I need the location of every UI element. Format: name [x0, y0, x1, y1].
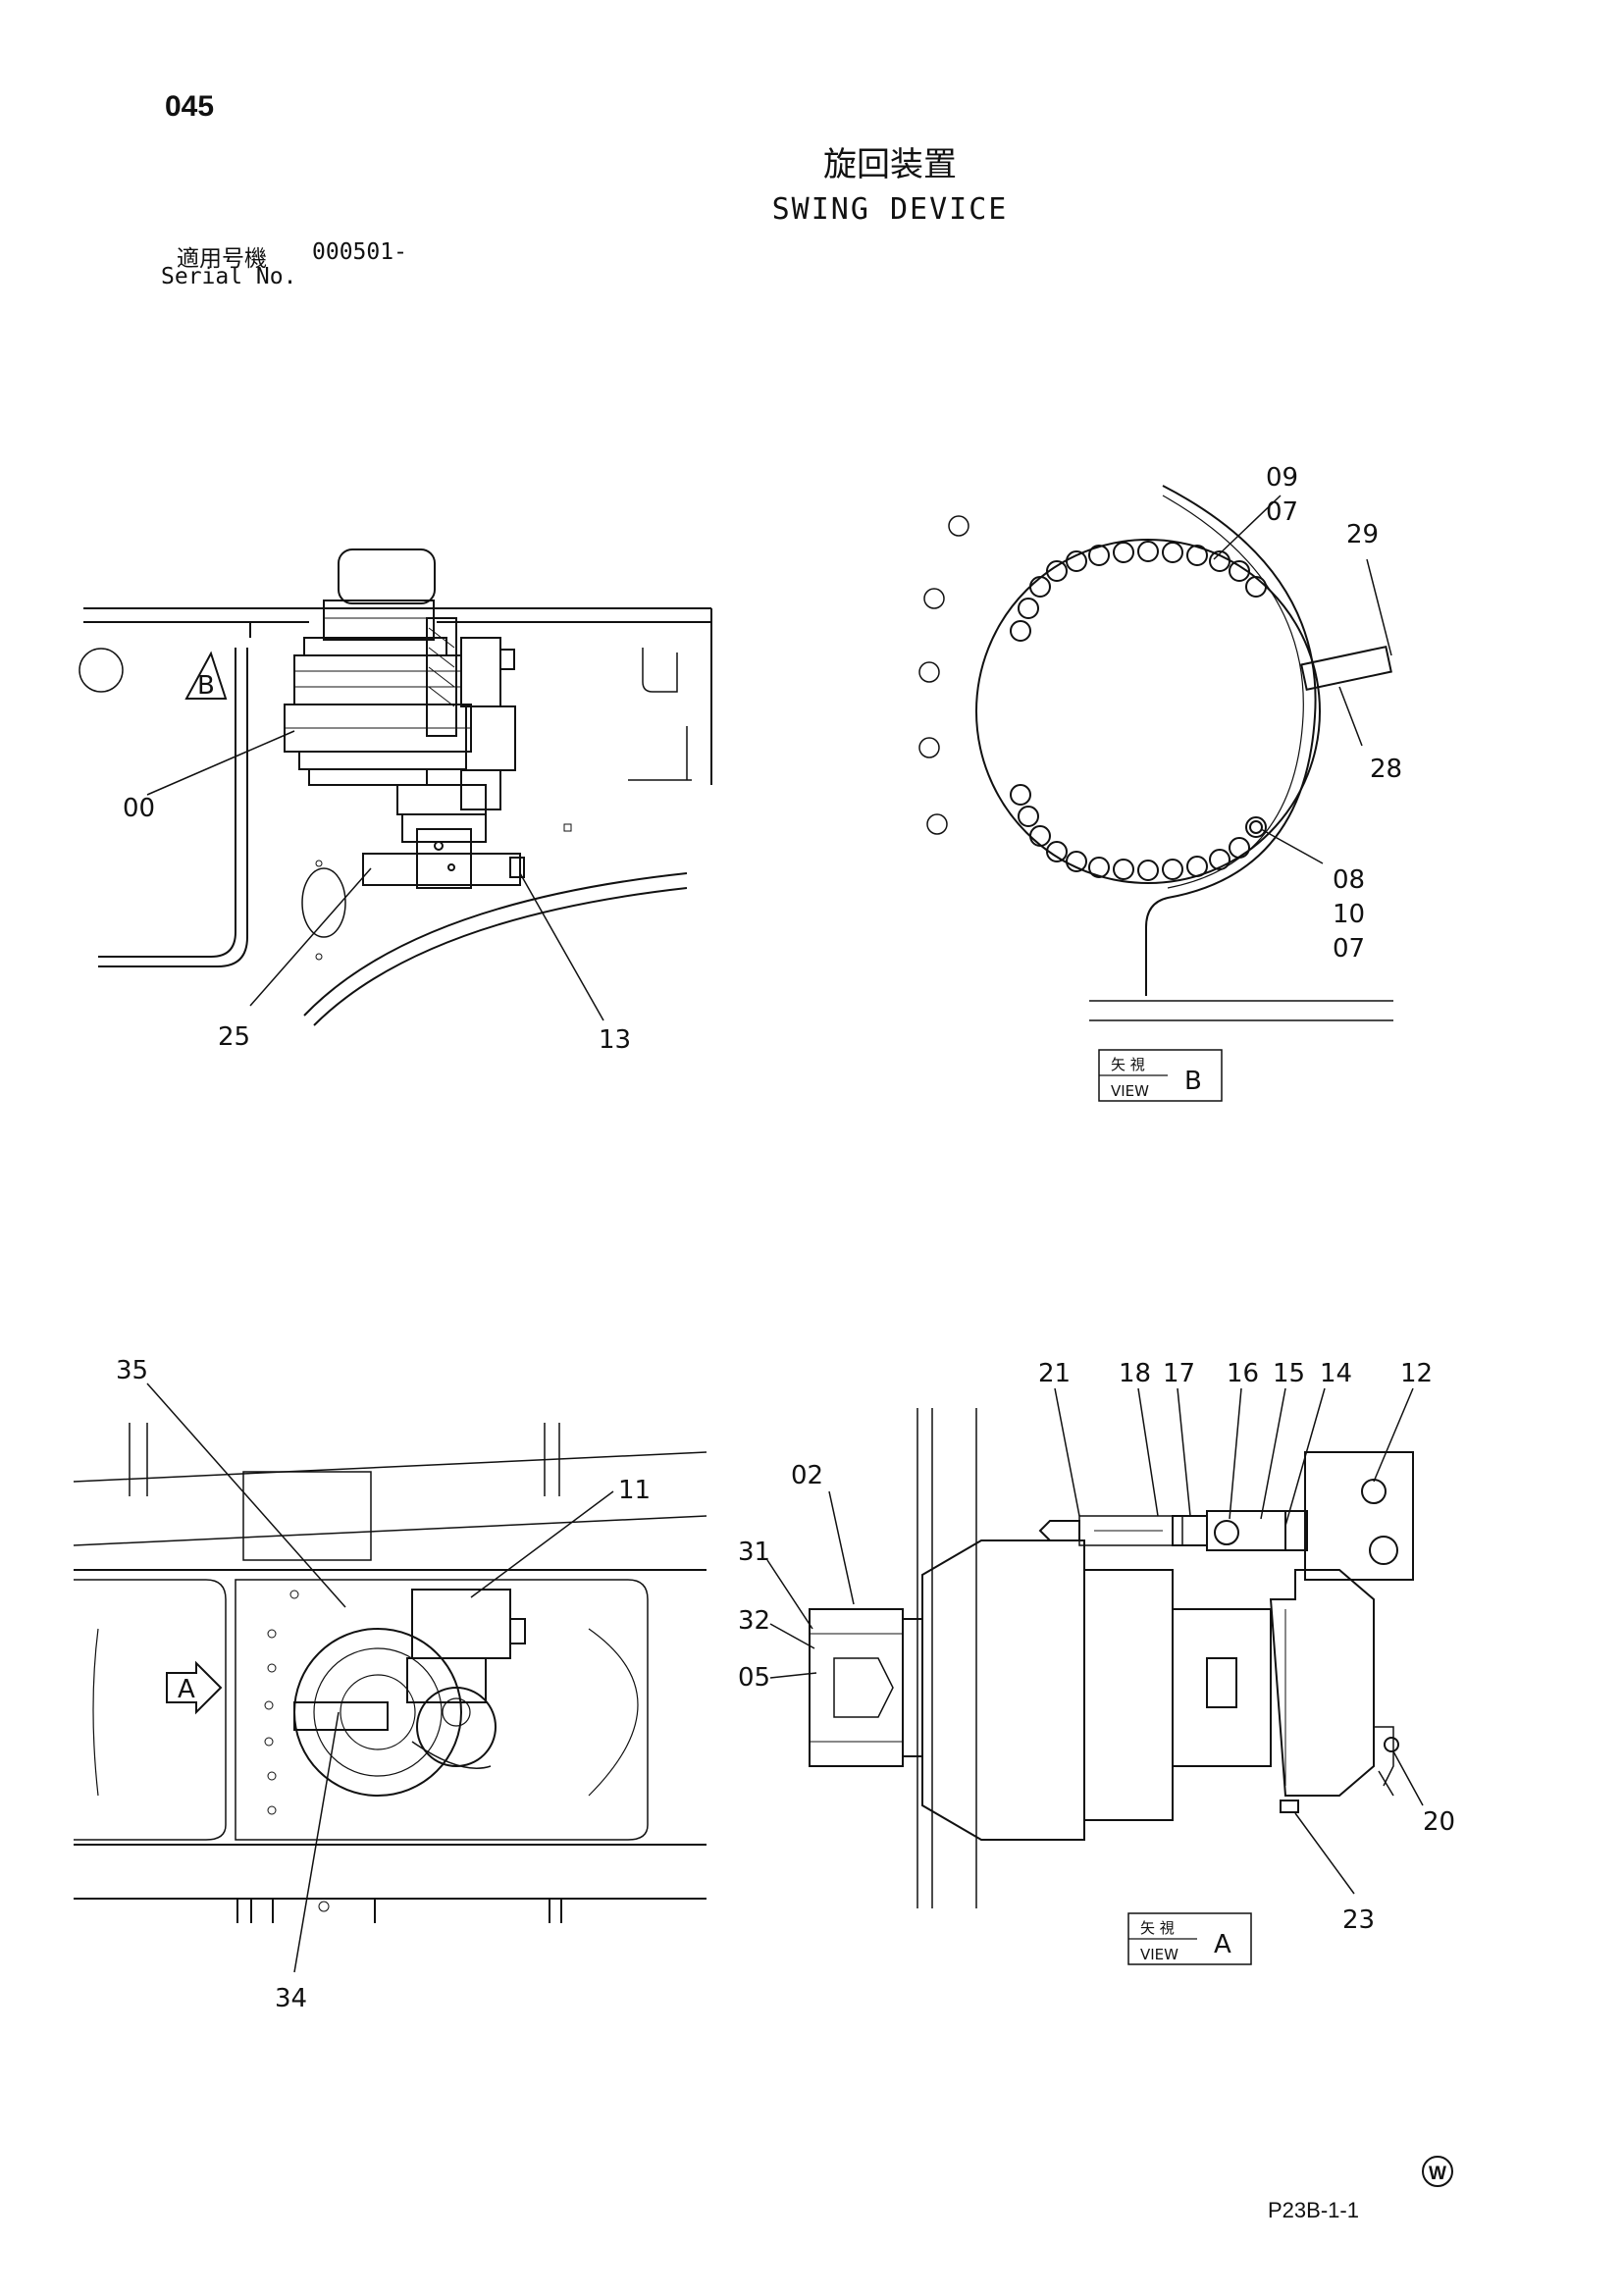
serial-label-english: Serial No.	[161, 264, 297, 289]
view-a-label: 矢 視 VIEW A	[1127, 1912, 1252, 1965]
arrow-b-letter: B	[197, 671, 215, 701]
arrow-a-letter: A	[178, 1675, 195, 1704]
view-b-jp: 矢 視	[1111, 1056, 1145, 1073]
callout-18: 18	[1119, 1359, 1151, 1388]
view-b-label: 矢 視 VIEW B	[1098, 1049, 1223, 1102]
callout-13: 13	[599, 1025, 631, 1055]
callout-14: 14	[1320, 1359, 1352, 1388]
view-a-letter: A	[1214, 1930, 1231, 1959]
callout-20: 20	[1423, 1807, 1455, 1837]
top-left-assembly-view	[79, 548, 712, 1026]
page-number: 045	[165, 90, 215, 123]
callout-32: 32	[738, 1606, 770, 1636]
serial-label-japanese: 適用号機	[177, 246, 267, 272]
callout-23: 23	[1342, 1905, 1375, 1935]
callout-16: 16	[1227, 1359, 1259, 1388]
callout-02: 02	[791, 1461, 823, 1490]
title-japanese: 旋回装置	[823, 145, 957, 184]
callout-17: 17	[1163, 1359, 1195, 1388]
w-mark-letter: W	[1429, 2164, 1446, 2184]
view-a-jp: 矢 視	[1140, 1919, 1175, 1937]
callout-29: 29	[1346, 520, 1379, 549]
w-mark: W	[1422, 2156, 1453, 2187]
callout-31: 31	[738, 1538, 770, 1567]
callout-21: 21	[1038, 1359, 1071, 1388]
callout-35: 35	[116, 1356, 148, 1385]
callout-00: 00	[123, 794, 155, 823]
callout-10: 10	[1333, 900, 1365, 929]
callout-15: 15	[1273, 1359, 1305, 1388]
callout-numbers: 00 25 13 09 07 29 28 08 10 07 35 11 34 0…	[116, 463, 1455, 2013]
title-english: SWING DEVICE	[771, 192, 1009, 227]
callout-07b: 07	[1333, 934, 1365, 964]
callout-12: 12	[1400, 1359, 1433, 1388]
view-a-drawing	[766, 1387, 1424, 1908]
callout-07a: 07	[1266, 497, 1298, 527]
callout-25: 25	[218, 1022, 250, 1052]
view-a-en: VIEW	[1140, 1946, 1178, 1963]
bottom-left-assembly-view	[73, 1383, 707, 1973]
view-b-en: VIEW	[1111, 1082, 1149, 1100]
serial-value: 000501-	[312, 239, 407, 265]
callout-08: 08	[1333, 865, 1365, 895]
callout-09: 09	[1266, 463, 1298, 493]
callout-28: 28	[1370, 755, 1402, 784]
callout-05: 05	[738, 1663, 770, 1693]
view-b-drawing	[918, 485, 1393, 1021]
callout-34: 34	[275, 1984, 307, 2013]
page-code: P23B-1-1	[1268, 2198, 1359, 2222]
callout-11: 11	[618, 1476, 651, 1505]
view-b-letter: B	[1184, 1067, 1202, 1096]
